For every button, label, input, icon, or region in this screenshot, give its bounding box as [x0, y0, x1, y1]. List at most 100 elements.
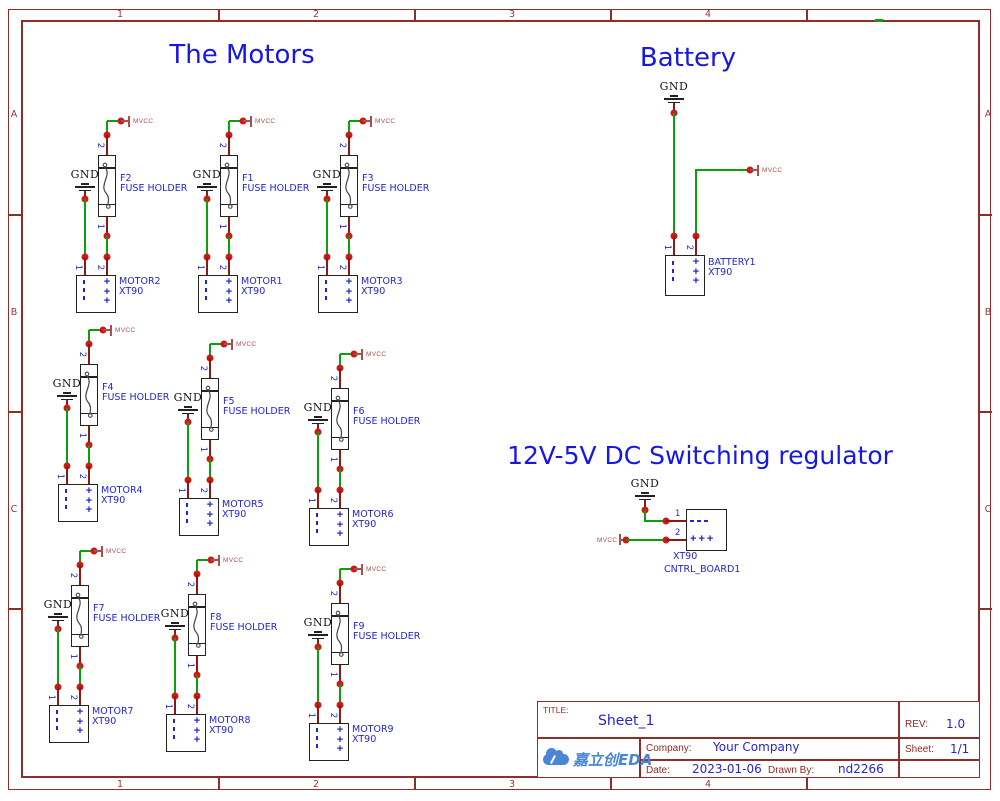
wire-segment[interactable]	[88, 445, 90, 466]
fuse-motor-circuit[interactable]: MVCC 2 F5 FUSE HOLDER 1 GND	[160, 336, 295, 541]
wire-segment[interactable]	[349, 120, 363, 122]
fuse-holder-symbol[interactable]	[331, 388, 349, 450]
mvcc-net-label[interactable]: MVCC	[236, 341, 257, 348]
wire-segment[interactable]	[317, 647, 319, 705]
motor-value[interactable]: XT90	[352, 519, 377, 530]
wire-segment[interactable]	[673, 113, 675, 236]
wire-segment[interactable]	[348, 121, 350, 135]
motor-refdes[interactable]: MOTOR8	[209, 715, 251, 726]
battery-connector-symbol[interactable]	[665, 255, 705, 296]
wire-segment[interactable]	[57, 629, 59, 687]
wire-segment[interactable]	[228, 121, 230, 135]
wire-segment[interactable]	[210, 343, 224, 345]
wire-segment[interactable]	[106, 236, 108, 257]
fuse-refdes[interactable]: F5	[223, 396, 235, 407]
wire-segment[interactable]	[89, 329, 103, 331]
gnd-net-label[interactable]: GND	[312, 168, 342, 181]
wire-segment[interactable]	[339, 354, 341, 368]
wire-segment[interactable]	[229, 120, 243, 122]
mvcc-net-label[interactable]: MVCC	[762, 167, 783, 174]
gnd-net-label[interactable]: GND	[659, 80, 689, 93]
section-title-regulator[interactable]: 12V-5V DC Switching regulator	[507, 441, 893, 470]
wire-segment[interactable]	[84, 199, 86, 257]
mvcc-net-label[interactable]: MVCC	[115, 327, 136, 334]
mvcc-net-label[interactable]: MVCC	[106, 548, 127, 555]
motor-value[interactable]: XT90	[352, 734, 377, 745]
motor-connector-symbol[interactable]	[198, 275, 238, 313]
wire-segment[interactable]	[626, 539, 666, 541]
motor-refdes[interactable]: MOTOR1	[241, 276, 283, 287]
wire-segment[interactable]	[317, 432, 319, 490]
regulator-refdes[interactable]: CNTRL_BOARD1	[664, 564, 741, 575]
mvcc-net-label[interactable]: MVCC	[597, 537, 618, 544]
battery-refdes[interactable]: BATTERY1	[708, 257, 756, 268]
fuse-value[interactable]: FUSE HOLDER	[93, 613, 161, 624]
fuse-value[interactable]: FUSE HOLDER	[120, 183, 188, 194]
wire-segment[interactable]	[340, 568, 354, 570]
fuse-refdes[interactable]: F6	[353, 406, 365, 417]
wire-segment[interactable]	[187, 422, 189, 480]
wire-segment[interactable]	[339, 684, 341, 705]
wire-segment[interactable]	[348, 236, 350, 257]
gnd-net-label[interactable]: GND	[192, 168, 222, 181]
motor-value[interactable]: XT90	[241, 286, 266, 297]
motor-value[interactable]: XT90	[209, 725, 234, 736]
wire-segment[interactable]	[695, 170, 697, 236]
fuse-motor-circuit[interactable]: MVCC 2 F9 FUSE HOLDER 1 GND	[290, 561, 425, 766]
wire-segment[interactable]	[88, 330, 90, 344]
motor-value[interactable]: XT90	[101, 495, 126, 506]
fuse-value[interactable]: FUSE HOLDER	[102, 392, 170, 403]
fuse-refdes[interactable]: F8	[210, 612, 222, 623]
wire-segment[interactable]	[80, 550, 94, 552]
fuse-motor-circuit[interactable]: MVCC 2 F2 FUSE HOLDER 1 GND	[57, 113, 192, 318]
wire-segment[interactable]	[66, 408, 68, 466]
motor-value[interactable]: XT90	[361, 286, 386, 297]
motor-connector-symbol[interactable]	[309, 508, 349, 546]
wire-segment[interactable]	[209, 344, 211, 358]
fuse-refdes[interactable]: F2	[120, 173, 132, 184]
fuse-refdes[interactable]: F3	[362, 173, 374, 184]
fuse-refdes[interactable]: F4	[102, 382, 114, 393]
fuse-holder-symbol[interactable]	[71, 585, 89, 647]
motor-connector-symbol[interactable]	[309, 723, 349, 761]
fuse-value[interactable]: FUSE HOLDER	[210, 622, 278, 633]
fuse-value[interactable]: FUSE HOLDER	[353, 631, 421, 642]
wire-segment[interactable]	[196, 675, 198, 696]
wire-segment[interactable]	[79, 551, 81, 565]
wire-segment[interactable]	[228, 236, 230, 257]
gnd-net-label[interactable]: GND	[173, 391, 203, 404]
wire-segment[interactable]	[209, 459, 211, 480]
motor-refdes[interactable]: MOTOR4	[101, 485, 143, 496]
motor-connector-symbol[interactable]	[318, 275, 358, 313]
fuse-holder-symbol[interactable]	[331, 603, 349, 665]
fuse-refdes[interactable]: F1	[242, 173, 254, 184]
motor-refdes[interactable]: MOTOR6	[352, 509, 394, 520]
gnd-net-label[interactable]: GND	[303, 616, 333, 629]
wire-segment[interactable]	[339, 569, 341, 583]
motor-refdes[interactable]: MOTOR7	[92, 706, 134, 717]
gnd-net-label[interactable]: GND	[160, 607, 190, 620]
wire-segment[interactable]	[644, 520, 666, 522]
gnd-net-label[interactable]: GND	[630, 477, 660, 490]
motor-refdes[interactable]: MOTOR9	[352, 724, 394, 735]
motor-connector-symbol[interactable]	[166, 714, 206, 752]
mvcc-net-label[interactable]: MVCC	[375, 118, 396, 125]
fuse-refdes[interactable]: F7	[93, 603, 105, 614]
gnd-net-label[interactable]: GND	[43, 598, 73, 611]
wire-segment[interactable]	[339, 469, 341, 490]
motor-connector-symbol[interactable]	[76, 275, 116, 313]
wire-segment[interactable]	[197, 559, 211, 561]
mvcc-net-label[interactable]: MVCC	[366, 566, 387, 573]
wire-segment[interactable]	[695, 169, 750, 171]
fuse-value[interactable]: FUSE HOLDER	[223, 406, 291, 417]
motor-connector-symbol[interactable]	[179, 498, 219, 536]
wire-segment[interactable]	[79, 666, 81, 687]
wire-segment[interactable]	[174, 638, 176, 696]
mvcc-net-label[interactable]: MVCC	[366, 351, 387, 358]
fuse-holder-symbol[interactable]	[201, 378, 219, 440]
regulator-value[interactable]: XT90	[673, 551, 698, 562]
gnd-net-label[interactable]: GND	[52, 377, 82, 390]
motor-refdes[interactable]: MOTOR3	[361, 276, 403, 287]
wire-segment[interactable]	[107, 120, 121, 122]
fuse-value[interactable]: FUSE HOLDER	[242, 183, 310, 194]
